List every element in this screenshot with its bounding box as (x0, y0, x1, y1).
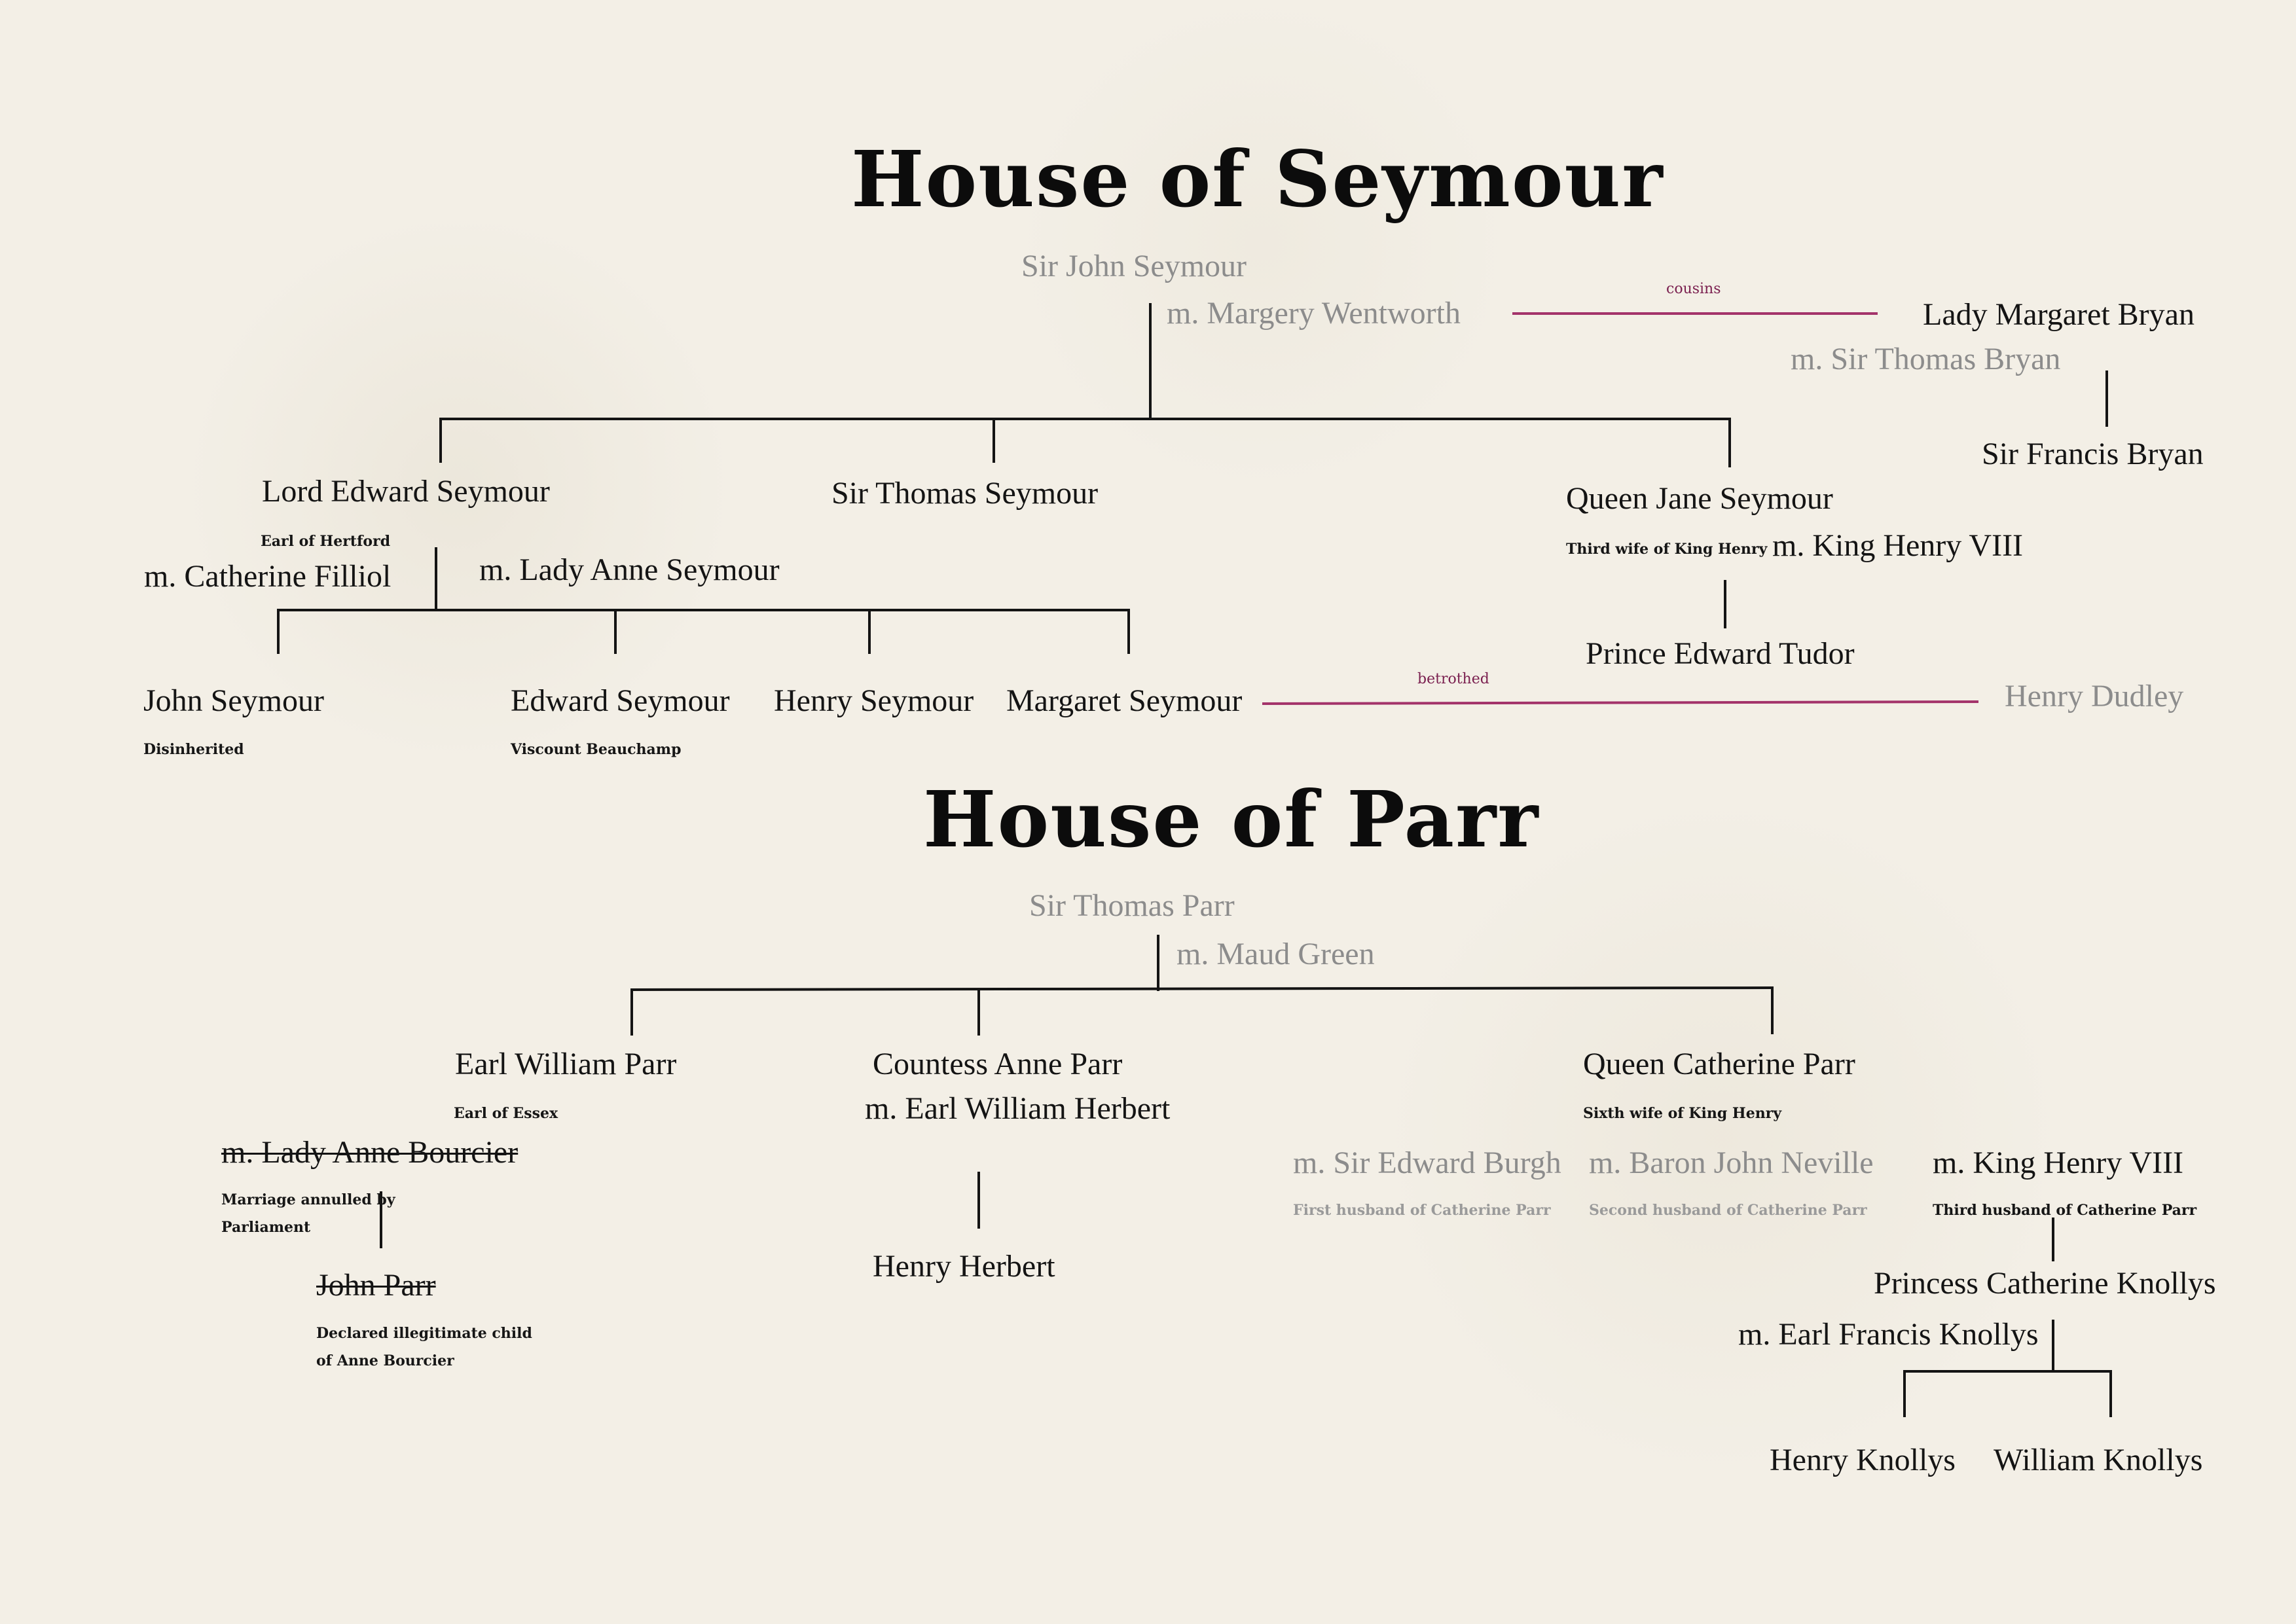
viscount-beauchamp-note: Viscount Beauchamp (511, 741, 682, 758)
king-henry-viii-seymour: m. King Henry VIII (1772, 528, 2024, 563)
sir-thomas-seymour: Sir Thomas Seymour (831, 476, 1099, 511)
second-husband-note: Second husband of Catherine Parr (1589, 1202, 1867, 1219)
queen-catherine-parr: Queen Catherine Parr (1583, 1047, 1855, 1081)
sir-john-seymour: Sir John Seymour (1021, 249, 1247, 283)
henry-dudley: Henry Dudley (2005, 679, 2184, 713)
annulled-note-line2: Parliament (221, 1219, 311, 1236)
earl-of-hertford-note: Earl of Hertford (261, 533, 391, 550)
william-knollys: William Knollys (1994, 1443, 2203, 1477)
lady-anne-seymour: m. Lady Anne Seymour (479, 552, 780, 587)
illegitimate-note-line2: of Anne Bourcier (316, 1352, 454, 1369)
earl-william-parr: Earl William Parr (455, 1047, 677, 1081)
henry-seymour: Henry Seymour (774, 683, 974, 718)
margery-wentworth: m. Margery Wentworth (1167, 296, 1461, 331)
line-parr-children-bar (630, 986, 1774, 992)
princess-catherine-knollys: Princess Catherine Knollys (1874, 1266, 2216, 1301)
parr-house-title: House of Parr (923, 774, 1540, 865)
earl-william-herbert: m. Earl William Herbert (865, 1091, 1171, 1126)
john-seymour: John Seymour (143, 683, 324, 718)
sir-thomas-parr: Sir Thomas Parr (1029, 888, 1235, 923)
lord-edward-seymour: Lord Edward Seymour (262, 474, 550, 509)
sir-edward-burgh: m. Sir Edward Burgh (1293, 1146, 1561, 1180)
sir-thomas-bryan: m. Sir Thomas Bryan (1791, 342, 2061, 376)
earl-francis-knollys: m. Earl Francis Knollys (1738, 1317, 2039, 1352)
seymour-house-title: House of Seymour (851, 134, 1664, 225)
john-parr: John Parr (316, 1268, 436, 1303)
third-wife-note: Third wife of King Henry (1566, 541, 1768, 558)
henry-knollys: Henry Knollys (1770, 1443, 1956, 1477)
line-betrothed (1262, 700, 1979, 705)
prince-edward-tudor: Prince Edward Tudor (1586, 636, 1855, 671)
baron-john-neville: m. Baron John Neville (1589, 1146, 1874, 1180)
third-husband-note: Third husband of Catherine Parr (1933, 1202, 2197, 1219)
illegitimate-note-line1: Declared illegitimate child (316, 1325, 532, 1342)
sir-francis-bryan: Sir Francis Bryan (1982, 437, 2204, 471)
earl-of-essex-note: Earl of Essex (454, 1105, 558, 1122)
maud-green: m. Maud Green (1176, 937, 1375, 971)
king-henry-viii-parr: m. King Henry VIII (1933, 1146, 2184, 1180)
margaret-seymour: Margaret Seymour (1006, 683, 1243, 718)
sixth-wife-note: Sixth wife of King Henry (1583, 1105, 1782, 1122)
annulled-note-line1: Marriage annulled by (221, 1191, 395, 1208)
henry-herbert: Henry Herbert (873, 1249, 1055, 1284)
catherine-filliol: m. Catherine Filliol (144, 559, 392, 594)
queen-jane-seymour: Queen Jane Seymour (1566, 481, 1833, 516)
cousins-label: cousins (1666, 281, 1721, 297)
lady-margaret-bryan: Lady Margaret Bryan (1923, 297, 2195, 332)
disinherited-note: Disinherited (143, 741, 244, 758)
lady-anne-bourcier: m. Lady Anne Bourcier (221, 1135, 519, 1170)
first-husband-note: First husband of Catherine Parr (1293, 1202, 1551, 1219)
betrothed-label: betrothed (1417, 671, 1489, 687)
edward-seymour: Edward Seymour (511, 683, 730, 718)
countess-anne-parr: Countess Anne Parr (873, 1047, 1123, 1081)
